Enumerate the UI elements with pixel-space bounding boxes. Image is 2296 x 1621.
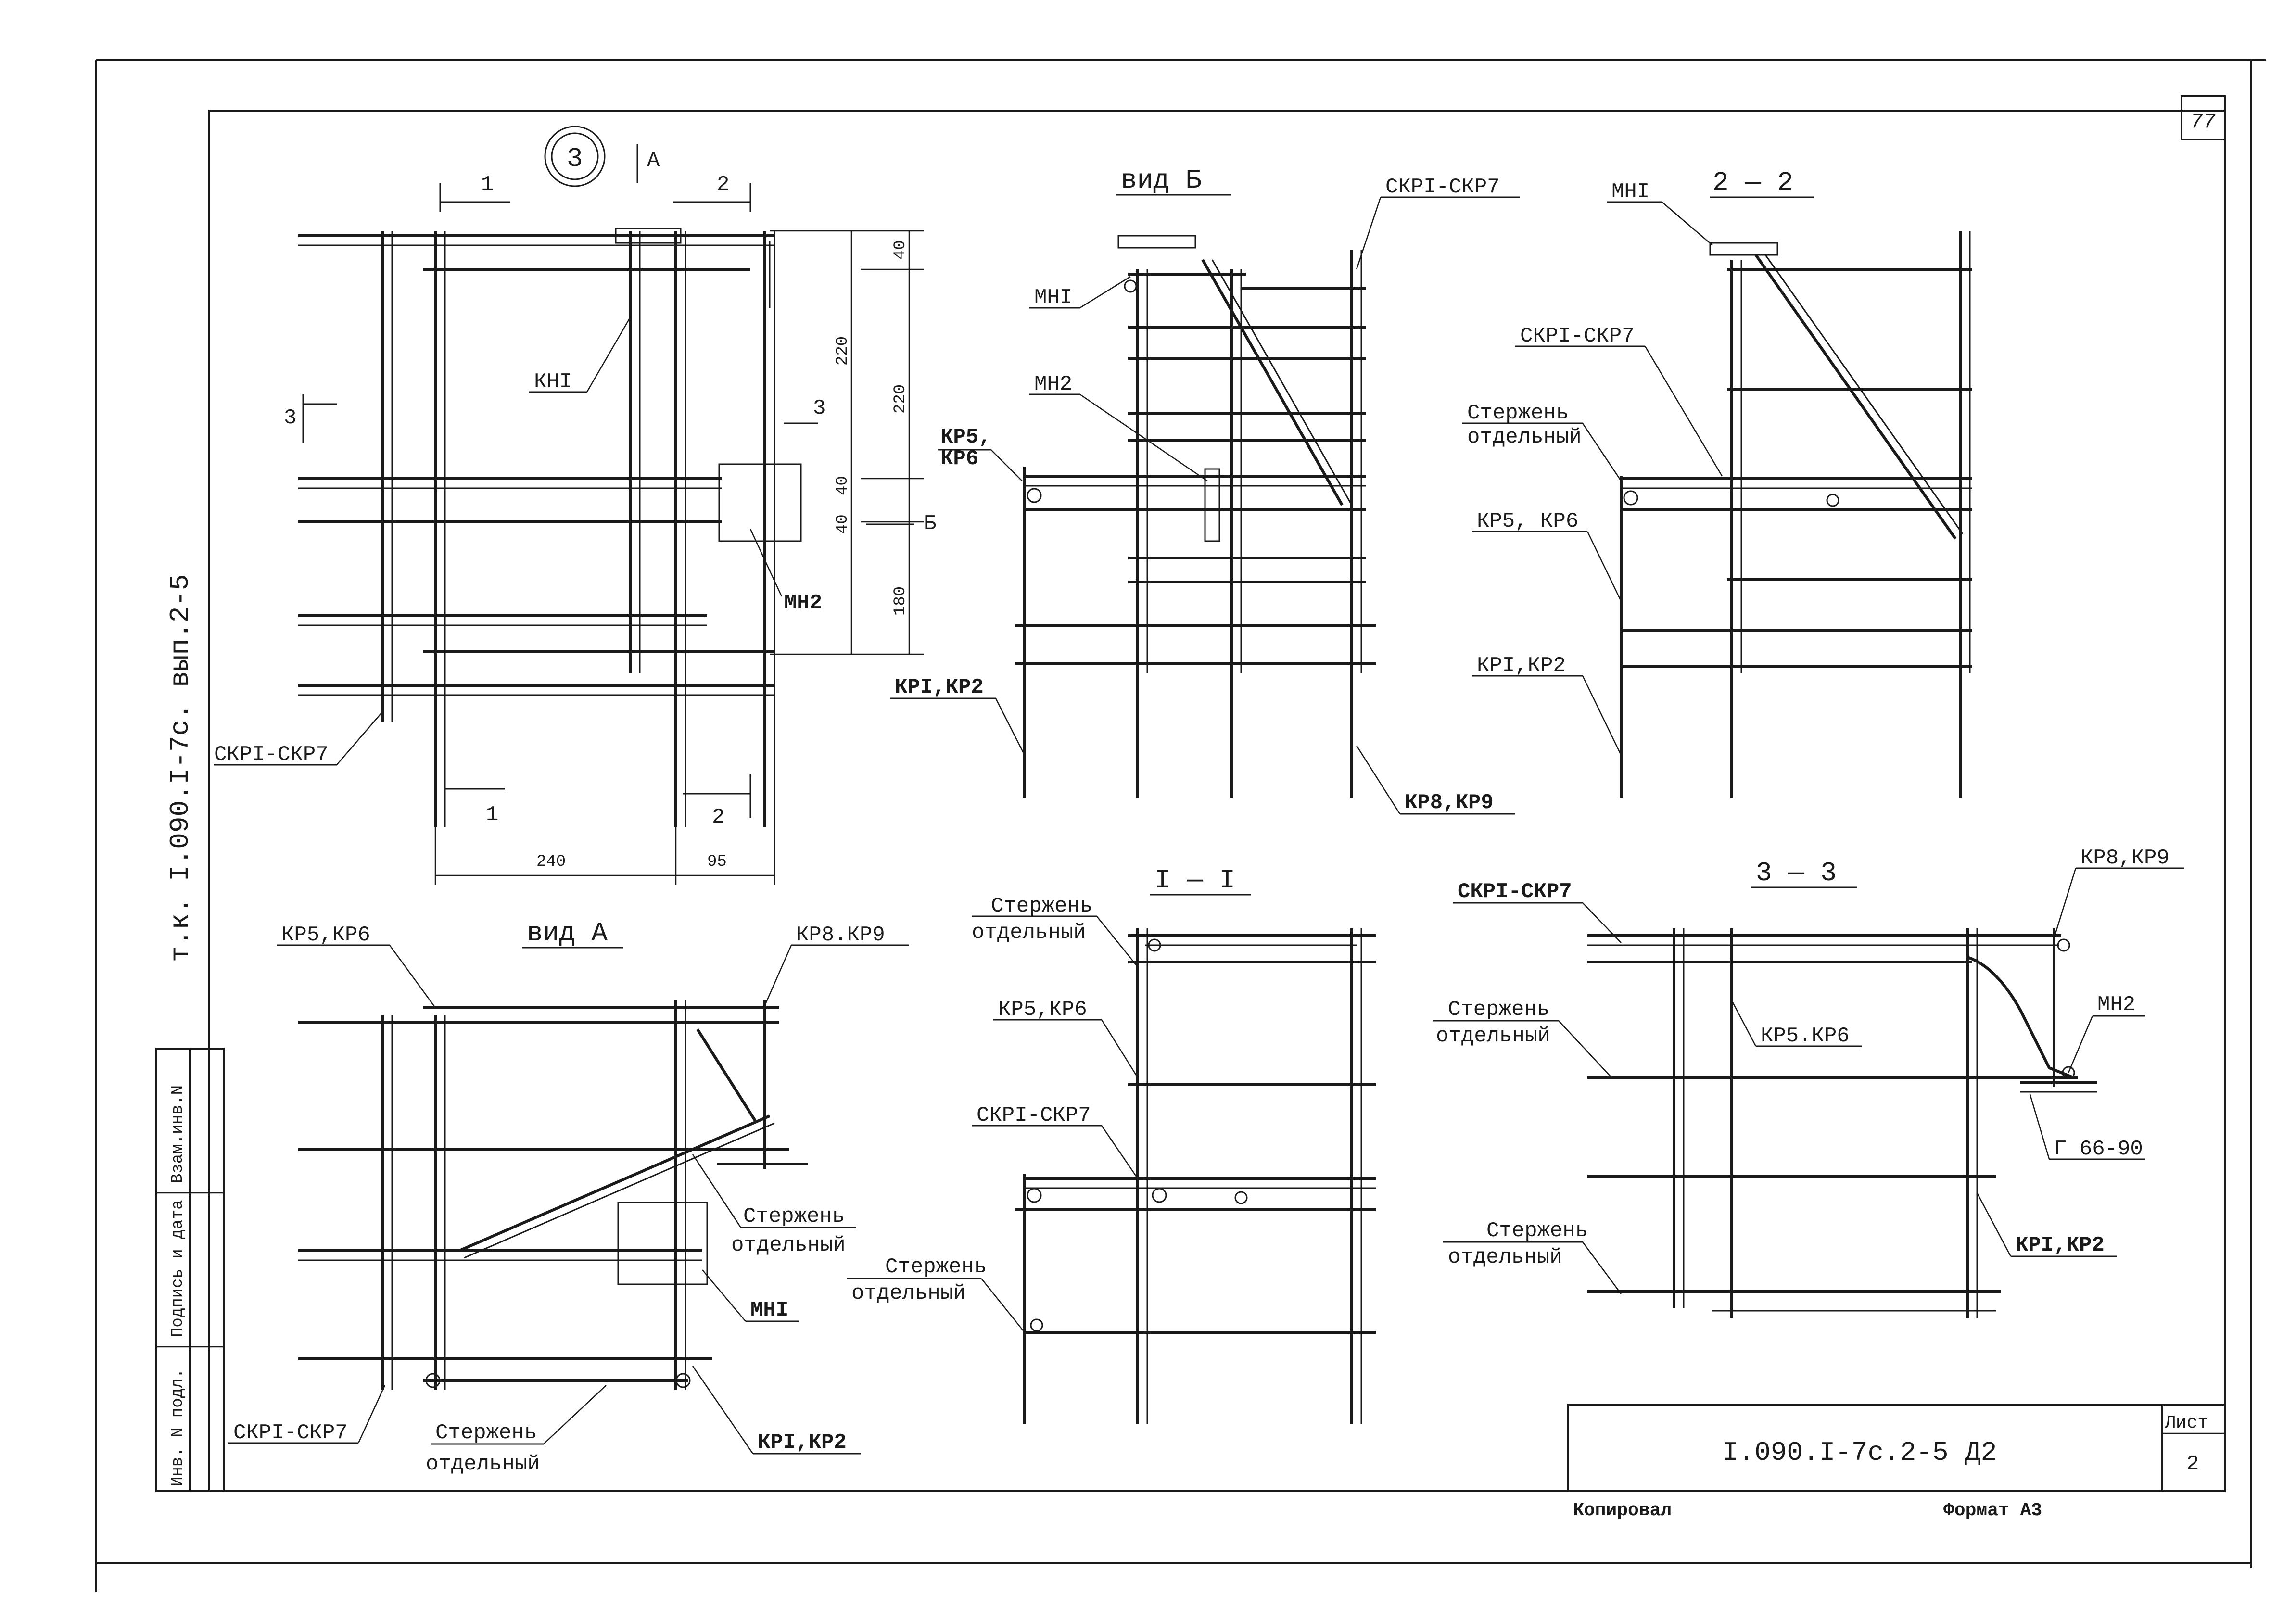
- label-rod1b-viewa: Стержень: [435, 1421, 537, 1445]
- section-22-title: 2 — 2: [1712, 167, 1793, 198]
- label-kr56-22: КР5, КР6: [1477, 509, 1578, 533]
- label-kr6-viewb: КР6: [940, 447, 978, 471]
- stamp-inv-replace: Взам.инв.N: [169, 1085, 187, 1183]
- dim-95: 95: [707, 853, 727, 871]
- copy-note: Копировал: [1573, 1500, 1672, 1521]
- label-kr12-viewb: КРI,КР2: [895, 675, 984, 699]
- label-rod1b-11: Стержень: [885, 1255, 987, 1279]
- left-stamp: Взам.инв.N Подпись и дата Инв. N подл.: [155, 1048, 225, 1492]
- section-2-2: 2 — 2 МНI СКРI-СКР7 Стержень отдельный К…: [1462, 167, 1972, 798]
- title-block: I.090.I-7с.2-5 Д2 Лист 2: [1567, 1404, 2226, 1492]
- label-kr56-33: КР5.КР6: [1761, 1024, 1850, 1048]
- cut-a-mark: А: [647, 149, 660, 173]
- label-mn2-viewb: МН2: [1034, 372, 1072, 396]
- section-11-title: I — I: [1154, 865, 1235, 896]
- label-rod1-33: Стержень: [1448, 998, 1549, 1022]
- label-kr56-viewa: КР5,КР6: [281, 923, 370, 947]
- cut-b-mark: Б: [924, 512, 936, 536]
- label-kn1: КНI: [534, 370, 572, 394]
- dim-40-top: 40: [891, 240, 910, 260]
- cut-2-top: 2: [717, 173, 729, 197]
- page-number-box: 77: [2181, 95, 2226, 140]
- label-skr-22: СКРI-СКР7: [1520, 324, 1635, 348]
- dim-220-b: 220: [891, 384, 910, 414]
- label-rod2-22: отдельный: [1467, 425, 1582, 449]
- label-rod2b-33: отдельный: [1448, 1245, 1562, 1269]
- label-rod1-viewa: Стержень: [743, 1204, 845, 1228]
- view-a-title: вид А: [527, 918, 608, 949]
- label-kr12-viewa: КРI,КР2: [758, 1431, 847, 1455]
- label-rod2-viewa: отдельный: [731, 1233, 846, 1257]
- label-skr-11: СКРI-СКР7: [977, 1103, 1091, 1127]
- label-skr-viewb: СКРI-СКР7: [1385, 175, 1500, 199]
- stamp-inv-original: Инв. N подл.: [169, 1368, 187, 1486]
- page-number: 77: [2190, 110, 2216, 134]
- label-skr-node: СКРI-СКР7: [214, 743, 329, 767]
- side-designation: т.к. I.090.I-7с. вып.2-5: [165, 574, 196, 962]
- cut-1-top: 1: [481, 173, 494, 197]
- dim-180: 180: [891, 586, 910, 616]
- label-mn1-22: МНI: [1611, 180, 1649, 204]
- cut-3-left: 3: [284, 406, 296, 430]
- label-rod1b-33: Стержень: [1486, 1219, 1588, 1243]
- section-33-title: 3 — 3: [1756, 858, 1837, 888]
- drawing-designation: I.090.I-7с.2-5 Д2: [1722, 1437, 1997, 1468]
- cut-3-right: 3: [813, 396, 825, 420]
- label-mn1-viewa: МНI: [750, 1298, 788, 1322]
- view-a: вид А КР5,КР6 КР8.КР9 Стержень отдельный: [228, 918, 909, 1476]
- label-rod2-33: отдельный: [1436, 1024, 1550, 1048]
- label-kr89-33: КР8,КР9: [2080, 846, 2169, 870]
- view-b: вид Б СКРI-СКР7 МНI: [890, 165, 1520, 815]
- label-kr89-viewa: КР8.КР9: [796, 923, 885, 947]
- label-mn1-viewb: МНI: [1034, 286, 1072, 310]
- cut-2-bottom: 2: [712, 805, 724, 829]
- section-1-1: I — I Стержень отдельный КР5,КР6 СКРI-СК…: [847, 865, 1376, 1424]
- node-3-view: 3 А 1 2 1 2 3 3 Б: [214, 126, 936, 885]
- label-kr56-11: КР5,КР6: [998, 998, 1087, 1022]
- format-note: Формат А3: [1943, 1500, 2042, 1521]
- label-angle-33: Г 66-90: [2054, 1137, 2143, 1161]
- label-skr-viewa: СКРI-СКР7: [233, 1421, 348, 1445]
- cut-1-bottom: 1: [486, 803, 498, 827]
- label-kr5-viewb: КР5,: [940, 425, 991, 449]
- label-skr-33: СКРI-СКР7: [1458, 880, 1572, 904]
- sheet-number: 2: [2186, 1452, 2199, 1476]
- dim-220-a: 220: [834, 336, 852, 366]
- section-3-3: 3 — 3 СКРI-СКР7 КР8,КР9 Стержень отдельн…: [1433, 846, 2184, 1318]
- dim-240: 240: [536, 853, 566, 871]
- label-mn2-33: МН2: [2097, 993, 2135, 1017]
- label-rod2b-viewa: отдельный: [426, 1452, 540, 1476]
- node-number: 3: [567, 143, 583, 174]
- label-mn2-node: МН2: [784, 591, 822, 615]
- label-rod1-11: Стержень: [991, 894, 1092, 918]
- label-rod2b-11: отдельный: [851, 1281, 966, 1305]
- sheet-frames: [95, 59, 2266, 1592]
- view-b-title: вид Б: [1121, 165, 1202, 196]
- label-rod2-11: отдельный: [972, 921, 1086, 945]
- dim-40-low: 40: [834, 514, 852, 534]
- label-kr12-33: КРI,КР2: [2016, 1233, 2105, 1257]
- sheet-label: Лист: [2164, 1413, 2208, 1433]
- label-kr89-viewb: КР8,КР9: [1405, 791, 1494, 815]
- dim-40-mid: 40: [834, 476, 852, 495]
- label-kr12-22: КРI,КР2: [1477, 654, 1566, 678]
- label-rod1-22: Стержень: [1467, 401, 1569, 425]
- stamp-signature-date: Подпись и дата: [169, 1200, 187, 1337]
